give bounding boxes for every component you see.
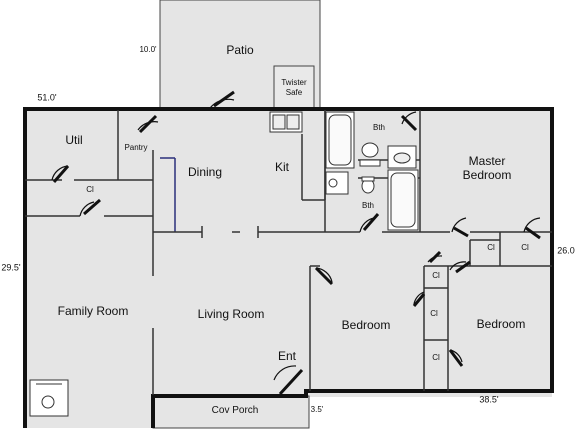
- dim-patio-depth: 10.0': [139, 45, 157, 54]
- room-label-dining: Dining: [187, 165, 223, 179]
- closet-label-hall-1: Cl: [487, 243, 495, 252]
- dim-total-width: 51.0': [37, 92, 57, 103]
- dim-porch-depth: 3.5': [310, 405, 324, 414]
- dim-wing-depth: 26.0: [557, 245, 575, 256]
- fixtures: [29, 111, 419, 417]
- room-label-kit: Kit: [274, 160, 290, 174]
- room-label-family-room: Family Room: [57, 304, 129, 318]
- closet-label-bed-2: Cl: [430, 309, 438, 318]
- room-label-util: Util: [65, 133, 83, 147]
- house-floor: [25, 109, 552, 397]
- room-label-entry: Ent: [277, 349, 297, 363]
- room-label-pantry: Pantry: [124, 143, 148, 152]
- room-label-twister-safe: Twister Safe: [281, 78, 307, 97]
- closet-label-bed-1: Cl: [432, 271, 440, 280]
- room-label-bath-upper: Bth: [372, 123, 386, 132]
- doors: [51, 90, 541, 396]
- closet-label-hall-2: Cl: [521, 243, 529, 252]
- room-label-bedroom-center: Bedroom: [341, 318, 391, 332]
- room-label-bath-lower: Bth: [361, 201, 375, 210]
- upper-toilet: [361, 142, 379, 158]
- twister-safe-floor: [273, 65, 315, 109]
- room-label-master-bedroom: Master Bedroom: [462, 154, 512, 182]
- closet-label-bed-3: Cl: [432, 353, 440, 362]
- dim-wing-width: 38.5': [479, 394, 499, 405]
- exterior-wall: [23, 107, 554, 428]
- room-label-living-room: Living Room: [197, 307, 265, 321]
- closet-label-util: Cl: [86, 185, 94, 194]
- dim-total-depth: 29.5': [1, 262, 21, 273]
- room-label-bedroom-right: Bedroom: [476, 317, 526, 331]
- room-label-covered-porch: Cov Porch: [211, 405, 259, 416]
- room-label-patio: Patio: [226, 43, 254, 57]
